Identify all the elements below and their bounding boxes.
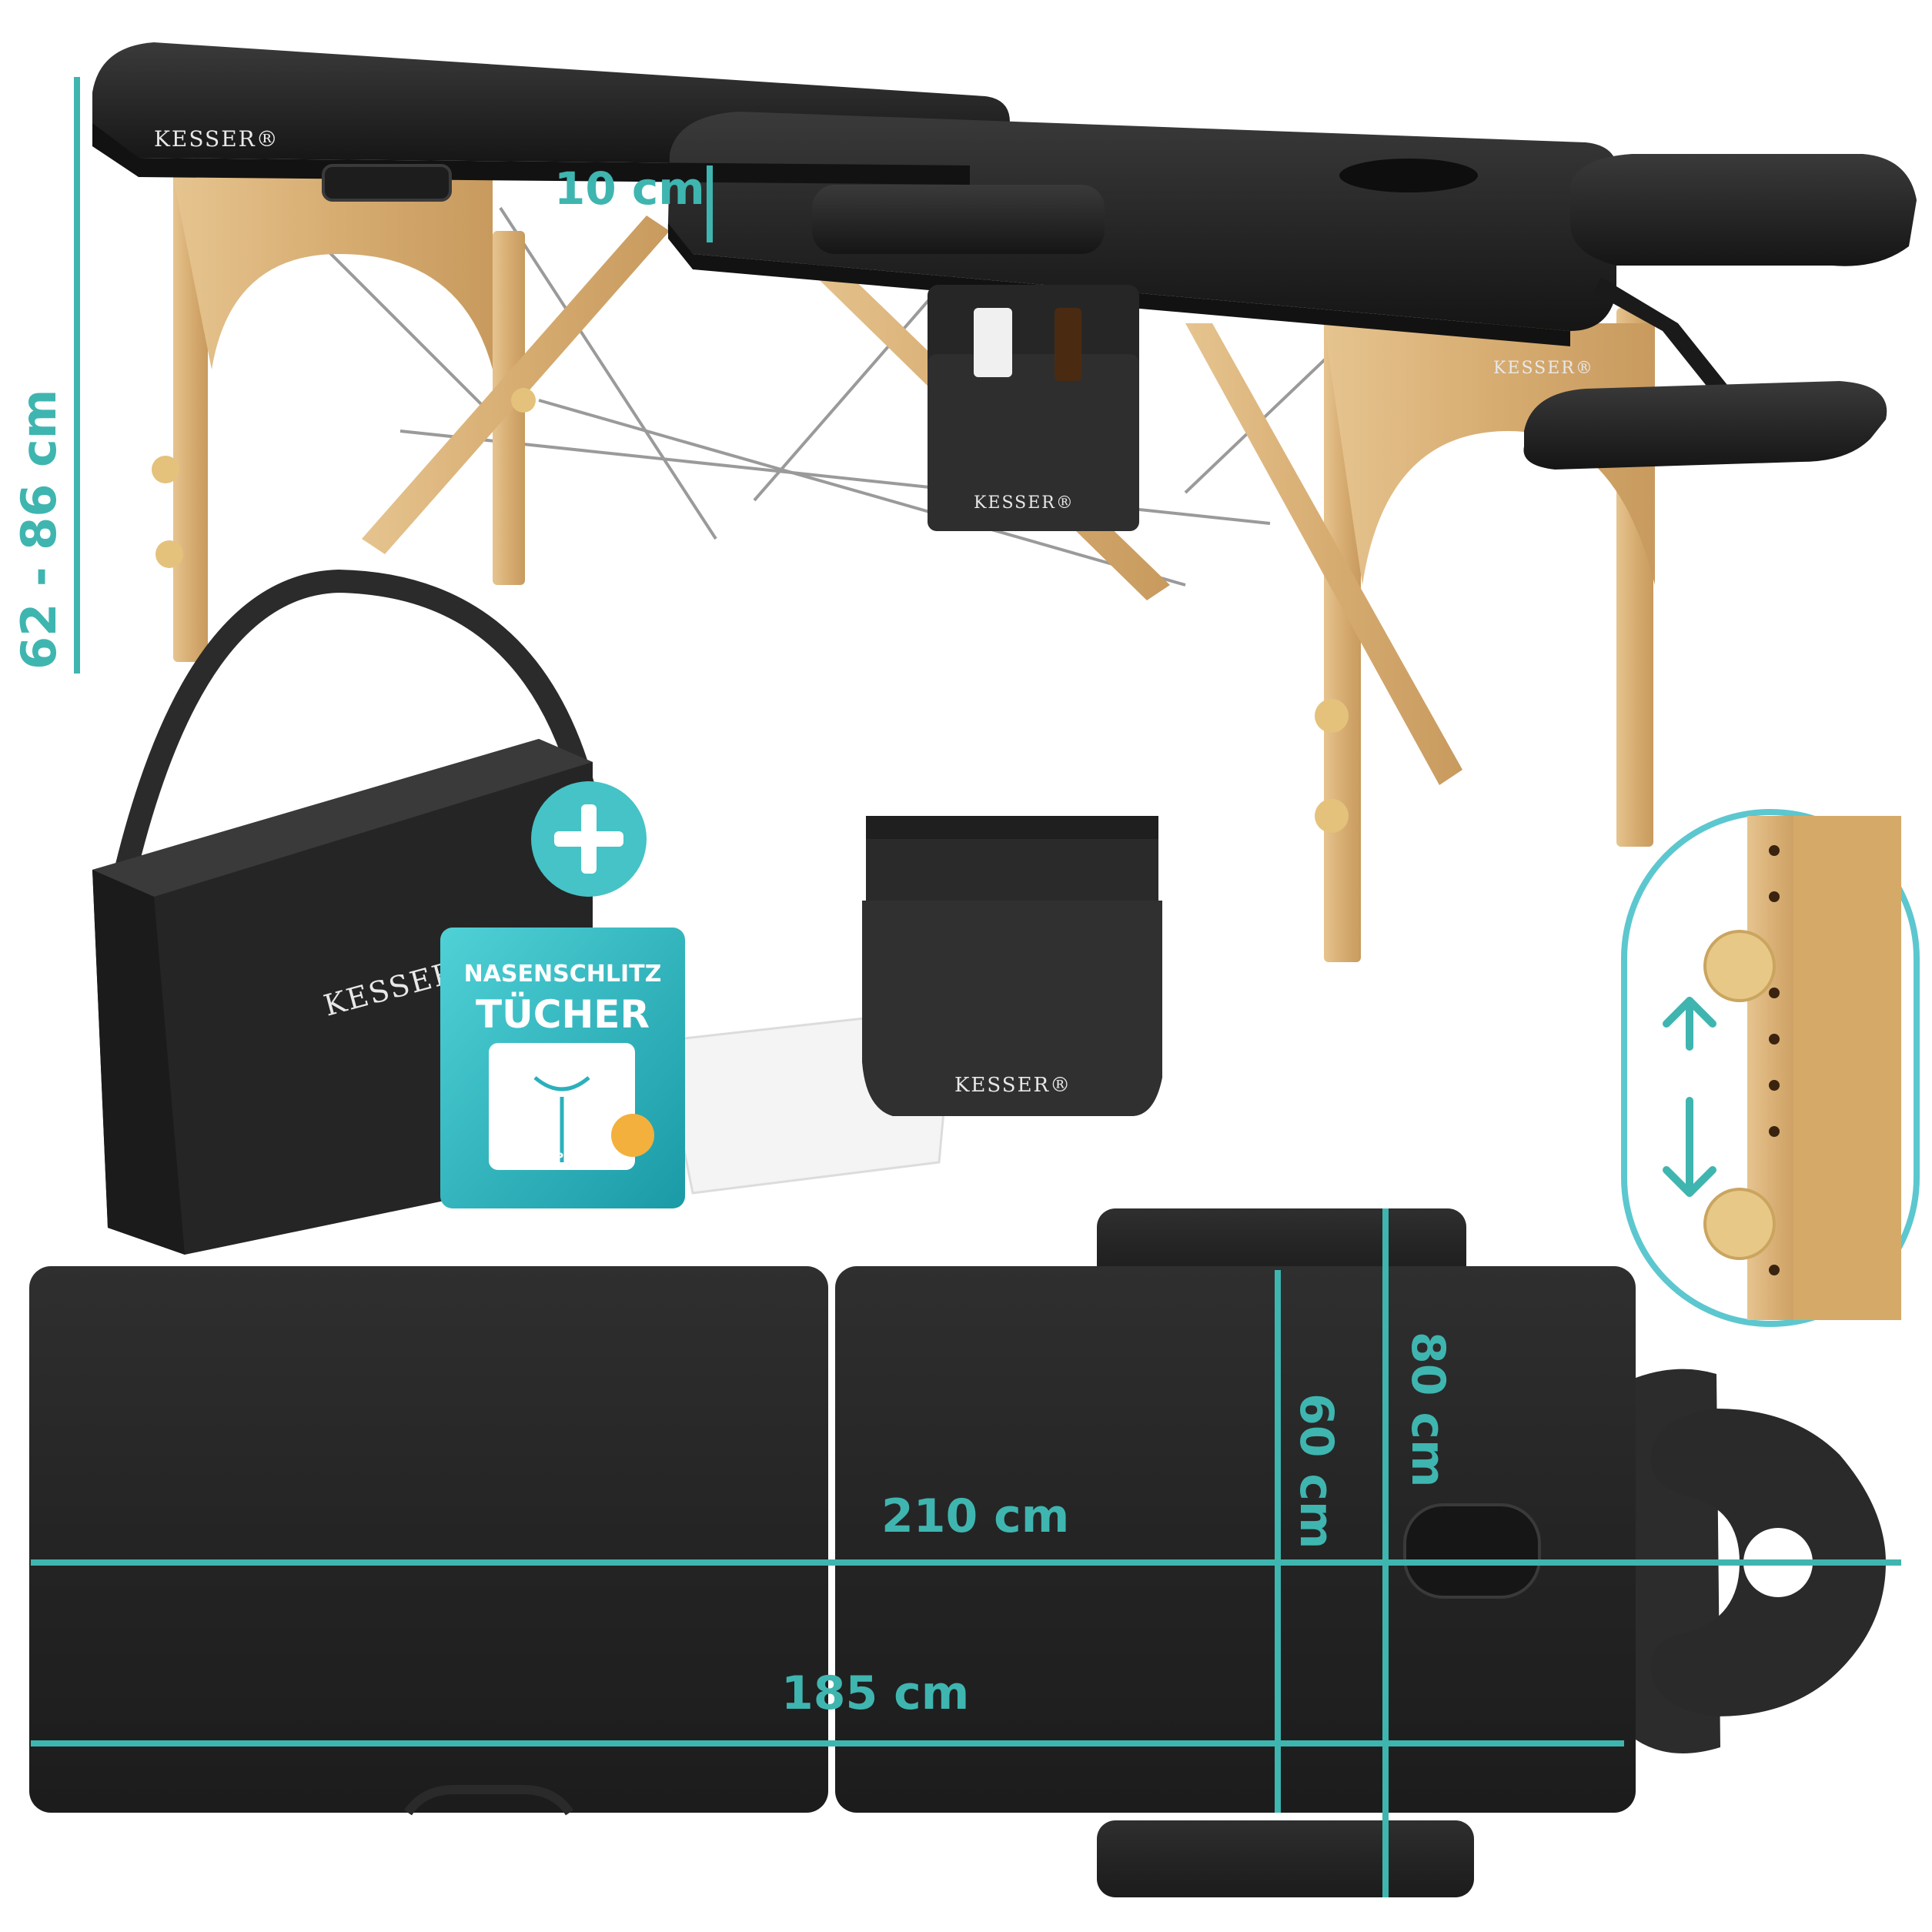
height-adjust-detail [1621,809,1920,1327]
armrest-bottom [1097,1820,1474,1897]
face-hole [1339,159,1478,192]
storage-bag-3d: KESSER® [928,285,1139,531]
hanging-shelf-3d [1523,381,1887,470]
carry-handle-3d [322,164,452,202]
storage-bag: KESSER® [862,816,1162,1116]
carry-bag-strap [112,569,597,893]
massage-table-3d: KESSER® KESSER® KESSER® [92,42,1917,962]
storage-bag-logo: KESSER® [974,493,1075,513]
padding-dimension: 10 cm [554,162,713,242]
adjust-knob-bottom [1703,1188,1776,1260]
total-length-label: 210 cm [881,1489,1069,1543]
leg-logo: KESSER® [1493,359,1594,378]
topview-dimensions [31,1208,1901,1897]
table-width-label: 60 cm [1289,1393,1343,1549]
up-down-arrow-icon [1663,997,1716,1197]
table-logo: KESSER® [154,126,279,152]
adjust-knob-top [1703,930,1776,1002]
height-knobs [152,388,1349,833]
table-pad-right-top [835,1266,1636,1813]
face-hole-top [1403,1503,1541,1599]
table-length-label: 185 cm [781,1666,969,1720]
face-cradle-3d [1570,154,1917,266]
tissue-pack-title-2: TÜCHER [476,991,650,1037]
tissue-pack-count: 10 PCS [536,1152,579,1164]
padding-dimension-label: 10 cm [554,162,705,215]
armrest-3d [812,185,1105,254]
massage-table-topview [29,1208,1886,1897]
tissue-pack-title-1: NASENSCHLITZ [464,961,662,988]
width-with-armrests-label: 80 cm [1401,1332,1455,1487]
face-cradle-mount [1593,277,1740,408]
plus-icon [531,781,647,897]
wooden-legs [173,169,1655,962]
height-dimension: 62 - 86 cm [11,77,80,674]
carry-handle-top [404,1785,573,1816]
storage-bag-standalone-logo: KESSER® [954,1074,1071,1097]
table-pad-left-top [29,1266,828,1813]
height-dimension-label: 62 - 86 cm [11,389,67,670]
